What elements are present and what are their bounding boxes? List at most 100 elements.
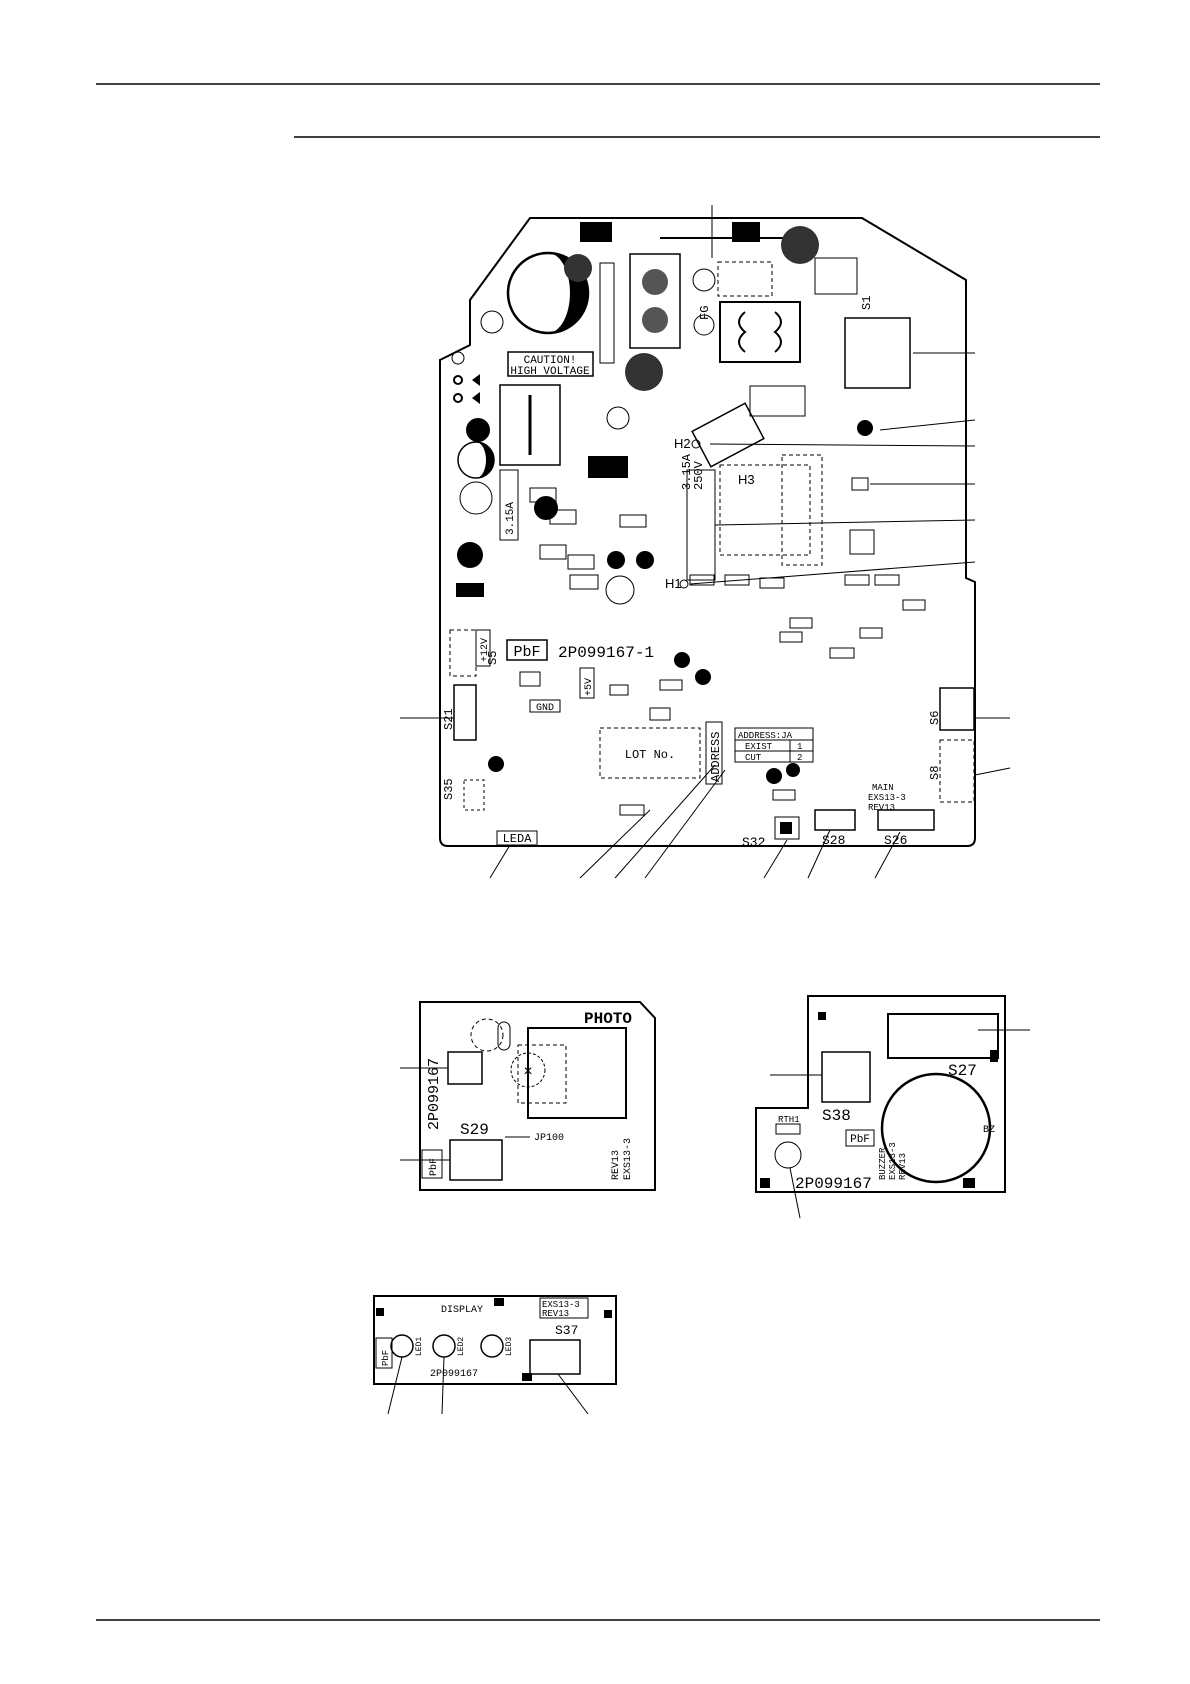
test-point-h3: H3 [738, 472, 755, 487]
fuse-rating-2: 250V [692, 460, 706, 490]
photo-rev-1: REV13 [611, 1150, 622, 1180]
pcb-tab [760, 1178, 770, 1188]
component-335 [569, 574, 599, 590]
fuse-label: 3.15A [505, 502, 517, 535]
connector-s27-block [887, 1013, 999, 1059]
main-pcb: CAUTION! HIGH VOLTAGE FG S1 H2 H3 H1 3.1… [439, 217, 976, 850]
small-capacitor [480, 310, 504, 334]
main-part-number: 2P099167-1 [558, 644, 654, 662]
display-pbf: PbF [381, 1350, 391, 1366]
connector-s28-block [814, 809, 856, 831]
test-point-h1: H1 [665, 576, 682, 591]
connector-s32-pin [780, 822, 792, 834]
pbf-label: PbF [513, 644, 540, 661]
display-rev-2: REV13 [542, 1309, 569, 1319]
connector-s32-block [774, 816, 800, 840]
address-box [705, 721, 723, 785]
connector-s21-block [453, 684, 477, 741]
pcb-tab [494, 1298, 504, 1306]
capacitor [786, 763, 800, 777]
connector-s8-label: S8 [928, 766, 942, 780]
capacitor-c308 [466, 418, 490, 442]
led1 [390, 1334, 414, 1358]
pcb-tab [963, 1178, 975, 1188]
resistor-row [609, 574, 926, 816]
connector-s8-block [939, 739, 975, 803]
thermistor-rth1-box [775, 1123, 801, 1135]
photo-pcb-outline [419, 1001, 656, 1191]
leda-box [496, 830, 538, 846]
connector-s28-label: S28 [822, 833, 845, 848]
capacitor-c306-polarity [476, 442, 494, 478]
connector-s5-block [449, 629, 477, 677]
capacitor [607, 551, 625, 569]
leda-label: LEDA [503, 832, 533, 846]
main-pcb-outline [439, 217, 976, 847]
dashed-area [719, 464, 811, 556]
connector-s29-label: S29 [460, 1121, 489, 1139]
lot-label: LOT No. [625, 748, 675, 762]
pcb-tab [376, 1308, 384, 1316]
photo-sensor-body [527, 1027, 627, 1119]
capacitor-c337 [636, 551, 654, 569]
address-table: ADDRESS:JA EXIST 1 CUT 2 [734, 727, 814, 763]
pbf-box [421, 1149, 443, 1179]
small-capacitor [451, 351, 465, 365]
photo-pbf: PbF [428, 1158, 440, 1176]
terminal-screw [642, 307, 668, 333]
hatched-component [625, 353, 663, 391]
connector-s37-label: S37 [555, 1323, 578, 1338]
component-322 [567, 554, 595, 570]
capacitor-c37 [488, 756, 504, 772]
photo-pcb: PHOTO 2P099167 × S29 PbF JP100 REV13 EXS… [419, 1001, 656, 1191]
plus12v-box [475, 629, 491, 667]
pcb-tab [522, 1373, 532, 1381]
buzzer-pcb: S27 S38 BZ RTH1 PbF BUZZER EXS13-3 REV13… [755, 995, 1006, 1193]
component-203 [849, 529, 875, 555]
buzzer-label-1: BUZZER [878, 1147, 888, 1180]
photo-sensor-mark: × [523, 1063, 533, 1081]
pcb-tab [580, 222, 612, 242]
ic-c310 [588, 456, 628, 478]
pcb-tab [818, 1012, 826, 1020]
display-title: DISPLAY [441, 1305, 483, 1316]
buzzer-bz-label: BZ [983, 1125, 995, 1136]
small-capacitor [692, 268, 716, 292]
connector-s32-label: S32 [742, 835, 765, 850]
gnd-label: GND [536, 703, 554, 714]
address-row-2-label: CUT [745, 753, 762, 763]
buzzer-pcb-callouts [770, 1029, 1030, 1219]
component-c60 [470, 1018, 504, 1052]
pcb-tab [604, 1310, 612, 1318]
fuse-rating-1: 3.15A [680, 453, 694, 490]
pbf-box [506, 639, 548, 661]
connector-s38-label: S38 [822, 1107, 851, 1125]
hatched-component [564, 254, 592, 282]
capacitor [766, 768, 782, 784]
gnd-box [529, 699, 561, 713]
component-336 [619, 514, 647, 528]
address-table-title: ADDRESS:JA [738, 731, 793, 741]
test-point-h1-pad [679, 579, 689, 589]
caution-line-1: CAUTION! [524, 355, 577, 367]
plus5v-box [579, 667, 595, 699]
buzzer-part-number: 2P099167 [795, 1175, 872, 1193]
connector-s1-label: S1 [860, 296, 874, 310]
buzzer-label-2: EXS13-3 [888, 1142, 898, 1180]
pcb-tab [990, 1050, 998, 1062]
component-201 [814, 257, 858, 295]
plus12v-label: +12V [480, 638, 491, 662]
buzzer-pcb-outline [755, 995, 1006, 1193]
led2 [432, 1334, 456, 1358]
capacitor [459, 481, 493, 515]
display-pcb-outline [373, 1295, 617, 1385]
component-xt1 [649, 707, 671, 721]
pbf-box [845, 1129, 875, 1147]
hic1-area [781, 454, 823, 566]
diode-d303 [472, 374, 480, 404]
component-fb1 [519, 671, 541, 687]
capacitor [695, 669, 711, 685]
photo-sensor-lens [510, 1052, 546, 1088]
buzzer-pbf: PbF [850, 1134, 870, 1146]
main-label-3: REV13 [868, 803, 895, 813]
